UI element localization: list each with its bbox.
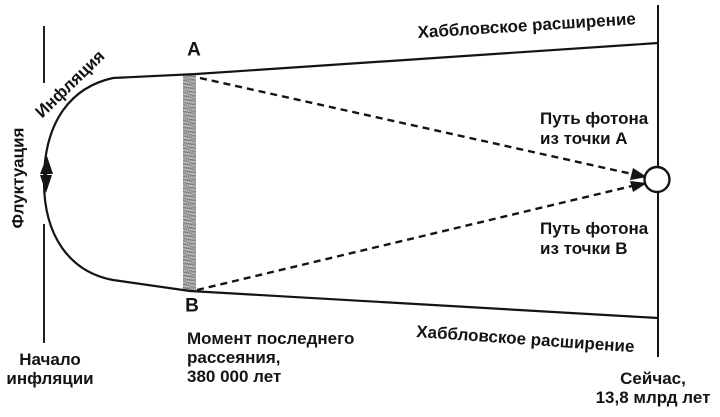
universe-boundary-curve [42,41,660,320]
fluctuation-arrow-icon [40,156,53,193]
photon-path-b-label-line1: Путь фотона [540,219,649,238]
inflation-start-label-line2: инфляции [6,369,94,388]
last-scattering-label-line3: 380 000 лет [187,367,282,386]
photon-path-a-line [199,76,633,176]
photon-a-arrowhead-icon [630,168,647,180]
point-b-label: B [185,295,199,317]
photon-path-b-label-line2: из точки B [540,239,628,258]
last-scattering-label: Момент последнего рассеяния, 380 000 лет [187,329,354,386]
last-scattering-band [183,74,196,291]
inflation-start-label: Начало инфляции [6,350,93,388]
now-label: Сейчас, 13,8 млрд лет [596,369,711,407]
photon-path-a-label-line1: Путь фотона [540,109,649,128]
point-a-label: A [187,39,201,61]
last-scattering-label-line2: рассеяния, [187,348,281,367]
now-label-line1: Сейчас, [620,369,686,388]
photon-b-arrowhead-icon [630,181,647,192]
observer-circle [643,165,671,194]
photon-path-b-label: Путь фотона из точки B [540,219,648,259]
photon-path-b-line [196,184,633,292]
photon-path-a-label-line2: из точки A [540,129,628,148]
fluctuation-label: Флуктуация [8,127,28,229]
photon-path-a-label: Путь фотона из точки A [540,109,648,149]
last-scattering-label-line1: Момент последнего [187,329,355,348]
inflation-start-label-line1: Начало [19,350,81,369]
now-label-line2: 13,8 млрд лет [595,388,711,407]
